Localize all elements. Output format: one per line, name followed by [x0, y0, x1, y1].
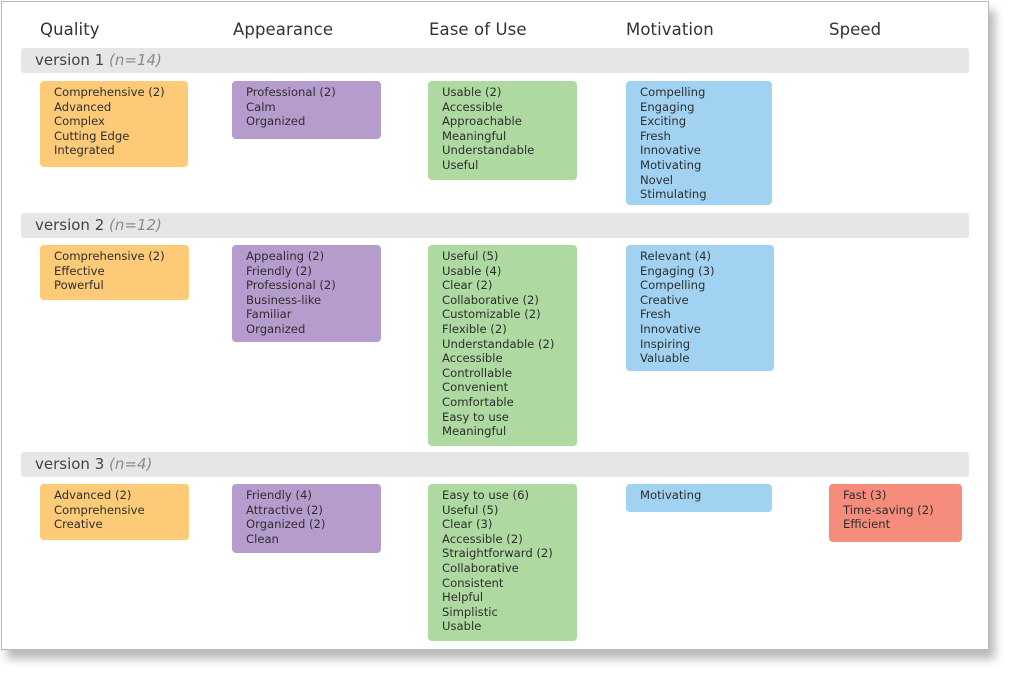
word-item: Helpful: [442, 590, 484, 605]
word-item: Collaborative (2): [442, 292, 539, 307]
word-item: Consistent: [442, 575, 504, 590]
word-item: Accessible: [442, 351, 503, 366]
word-item: Innovative: [640, 143, 701, 158]
word-item: Approachable: [442, 114, 522, 129]
word-item: Motivating: [640, 157, 702, 172]
version-3-label: version 3 (n=4): [35, 455, 153, 473]
version-2-bar: version 2 (n=12): [21, 213, 969, 238]
column-header-ease-of-use: Ease of Use: [429, 20, 527, 39]
word-item: Time-saving (2): [843, 502, 934, 517]
word-item: Exciting: [640, 114, 687, 129]
word-item: Compelling: [640, 85, 706, 99]
version-2-ease-of-use-box: Useful (5)Usable (4)Clear (2)Collaborati…: [428, 245, 577, 446]
word-item: Professional (2): [246, 85, 336, 99]
word-item: Clear (2): [442, 278, 493, 293]
column-header-quality: Quality: [40, 20, 100, 39]
word-item: Organized: [246, 321, 306, 336]
word-item: Accessible (2): [442, 531, 523, 546]
word-item: Usable: [442, 619, 482, 634]
word-item: Organized: [246, 114, 306, 129]
word-item: Useful: [442, 157, 479, 172]
word-item: Calm: [246, 99, 276, 114]
word-item: Inspiring: [640, 336, 691, 351]
word-item: Customizable (2): [442, 307, 541, 322]
word-item: Stimulating: [640, 187, 707, 202]
word-item: Comprehensive (2): [54, 85, 165, 99]
word-item: Effective: [54, 263, 105, 278]
word-item: Usable (4): [442, 263, 502, 278]
word-item: Clear (3): [442, 517, 493, 532]
word-item: Flexible (2): [442, 321, 507, 336]
word-item: Easy to use: [442, 409, 509, 424]
word-item: Compelling: [640, 278, 706, 293]
word-item: Straightforward (2): [442, 546, 553, 561]
word-item: Integrated: [54, 143, 115, 158]
word-item: Cutting Edge: [54, 128, 130, 143]
word-item: Fresh: [640, 128, 671, 143]
word-item: Professional (2): [246, 278, 336, 293]
word-item: Efficient: [843, 517, 891, 532]
word-item: Convenient: [442, 380, 509, 395]
word-item: Complex: [54, 114, 105, 129]
word-item: Comprehensive: [54, 502, 145, 517]
word-item: Friendly (4): [246, 488, 312, 502]
word-item: Advanced (2): [54, 488, 132, 502]
word-item: Engaging (3): [640, 263, 715, 278]
version-2-appearance-box: Appealing (2)Friendly (2)Professional (2…: [232, 245, 381, 342]
word-item: Easy to use (6): [442, 488, 529, 502]
word-item: Controllable: [442, 365, 512, 380]
version-3-ease-of-use-box: Easy to use (6)Useful (5)Clear (3)Access…: [428, 484, 577, 641]
column-header-speed: Speed: [829, 20, 882, 39]
word-item: Useful (5): [442, 249, 499, 263]
version-1-bar: version 1 (n=14): [21, 48, 969, 73]
word-item: Fresh: [640, 307, 671, 322]
column-header-motivation: Motivation: [626, 20, 714, 39]
word-item: Novel: [640, 172, 673, 187]
version-3-appearance-box: Friendly (4)Attractive (2)Organized (2)C…: [232, 484, 381, 553]
word-item: Accessible: [442, 99, 503, 114]
word-item: Creative: [640, 292, 689, 307]
word-item: Motivating: [640, 488, 702, 502]
word-item: Understandable: [442, 143, 535, 158]
word-item: Business-like: [246, 292, 322, 307]
word-item: Meaningful: [442, 424, 507, 439]
word-item: Friendly (2): [246, 263, 312, 278]
word-item: Meaningful: [442, 128, 507, 143]
word-item: Creative: [54, 517, 103, 532]
word-item: Appealing (2): [246, 249, 325, 263]
word-item: Valuable: [640, 351, 690, 366]
word-item: Clean: [246, 531, 279, 546]
column-header-appearance: Appearance: [233, 20, 334, 39]
word-item: Comprehensive (2): [54, 249, 165, 263]
word-item: Simplistic: [442, 604, 498, 619]
word-item: Familiar: [246, 307, 292, 322]
word-item: Understandable (2): [442, 336, 555, 351]
version-3-motivation-box: Motivating: [626, 484, 772, 512]
version-3-bar: version 3 (n=4): [21, 452, 969, 477]
word-item: Relevant (4): [640, 249, 711, 263]
word-item: Attractive (2): [246, 502, 323, 517]
word-item: Organized (2): [246, 517, 326, 532]
word-item: Collaborative: [442, 560, 519, 575]
word-item: Usable (2): [442, 85, 502, 99]
version-1-label: version 1 (n=14): [35, 51, 162, 69]
word-item: Innovative: [640, 321, 701, 336]
word-item: Useful (5): [442, 502, 499, 517]
word-item: Engaging: [640, 99, 695, 114]
version-2-label: version 2 (n=12): [35, 216, 162, 234]
word-item: Powerful: [54, 278, 104, 293]
word-item: Comfortable: [442, 394, 514, 409]
version-3-speed-box: Fast (3)Time-saving (2)Efficient: [829, 484, 962, 542]
word-item: Advanced: [54, 99, 112, 114]
word-item: Fast (3): [843, 488, 887, 502]
